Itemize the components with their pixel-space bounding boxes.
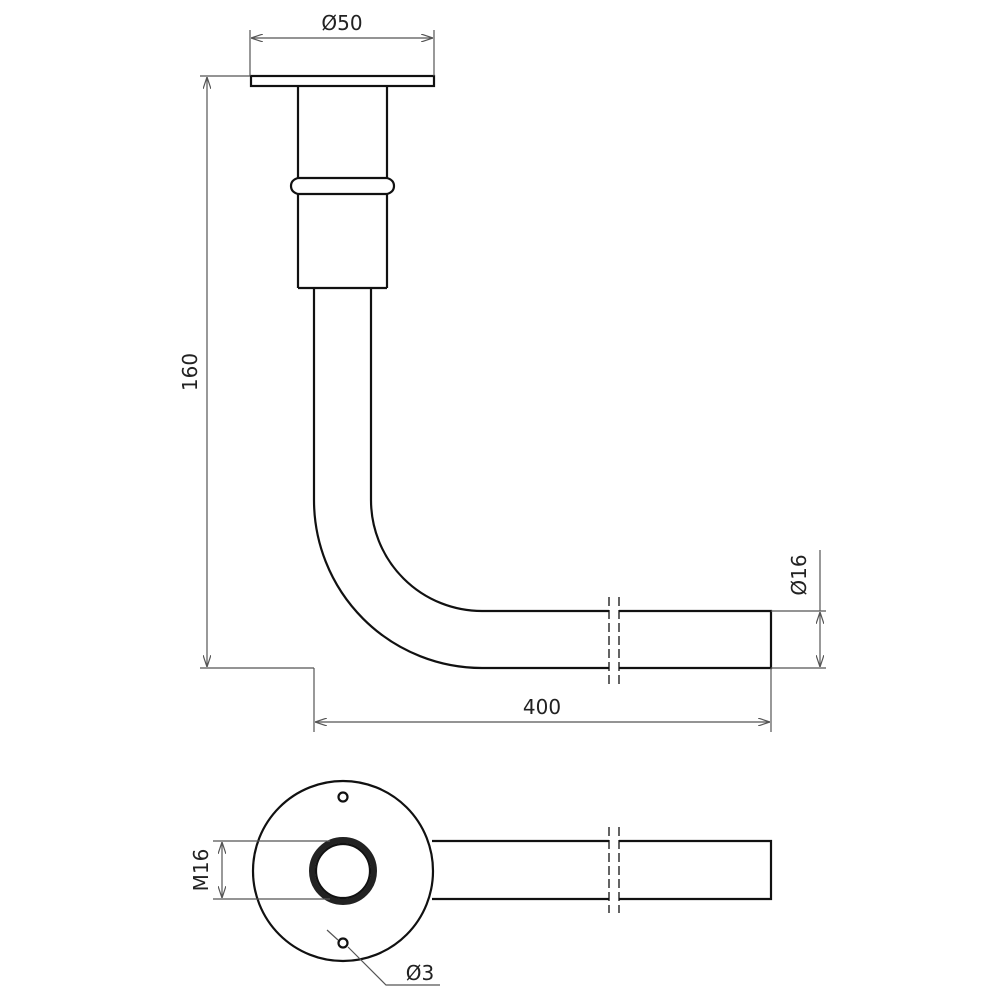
break-lines (608, 597, 620, 688)
hole-top (337, 791, 349, 803)
top-view (251, 779, 773, 963)
sleeve (296, 86, 389, 290)
dimensions-side: Ø50 160 400 Ø16 (178, 11, 826, 732)
pipe-top (432, 839, 773, 901)
bead (289, 176, 396, 196)
dim-height: 160 (178, 353, 202, 391)
hole-bottom (337, 937, 349, 949)
break-lines-top (608, 827, 620, 913)
dim-pipe-diameter: Ø16 (787, 554, 811, 595)
bent-pipe (312, 288, 773, 670)
plate-circle (251, 779, 435, 963)
dimensions-top: M16 Ø3 (189, 840, 440, 986)
mounting-plate (249, 74, 436, 88)
thread-inner (314, 842, 372, 900)
dim-hole-diameter: Ø3 (406, 961, 434, 985)
side-view (249, 74, 773, 688)
dim-length: 400 (523, 695, 561, 719)
dim-plate-diameter: Ø50 (321, 11, 362, 35)
dim-thread: M16 (189, 849, 213, 892)
thread-ring (309, 837, 377, 905)
